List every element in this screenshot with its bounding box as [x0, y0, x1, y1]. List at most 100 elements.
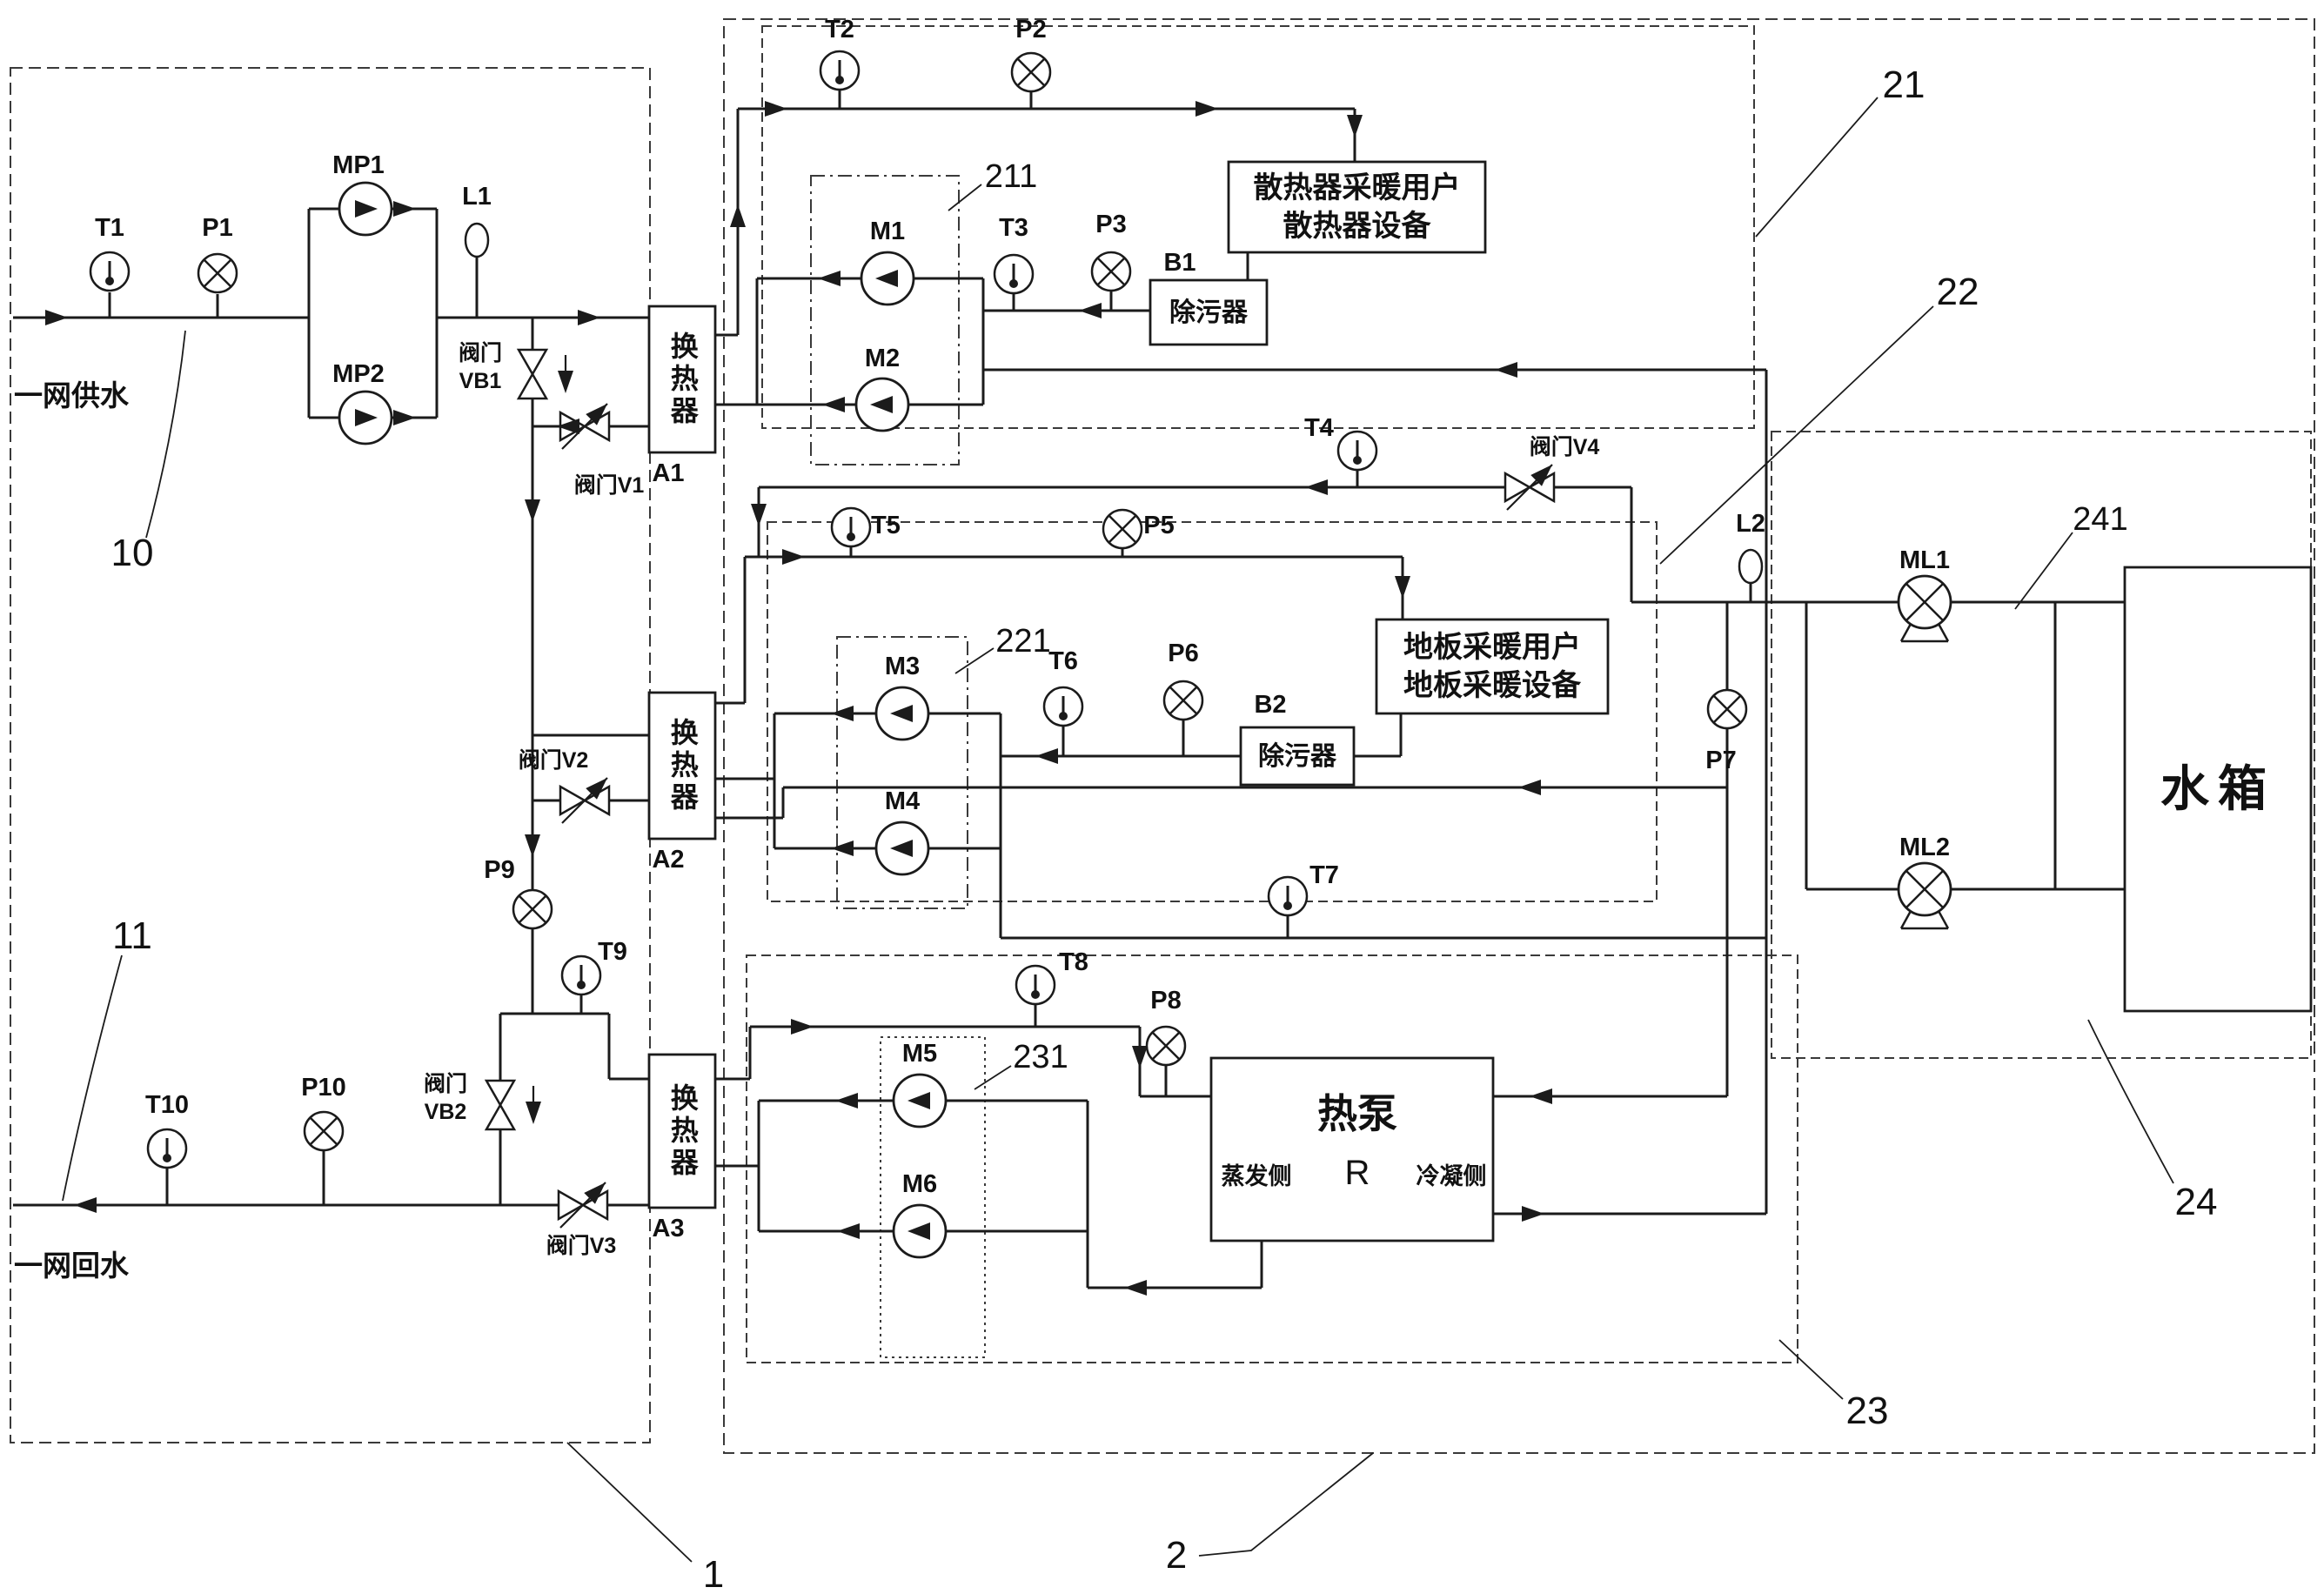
label-t7: T7 — [1309, 861, 1339, 889]
condenser-side-label: 冷凝侧 — [1416, 1162, 1487, 1189]
pressure-p9-icon — [512, 888, 553, 930]
label-p9: P9 — [484, 855, 515, 884]
label-m4: M4 — [884, 787, 921, 815]
label-t5: T5 — [871, 511, 901, 539]
floor-user-line2: 地板采暖设备 — [1403, 669, 1581, 702]
ref-24: 24 — [2174, 1180, 2218, 1223]
primary-pipes — [13, 207, 649, 1207]
dirt-separator-b1-text: 除污器 — [1169, 298, 1248, 327]
label-t3: T3 — [999, 213, 1028, 242]
heat-exchanger-a3-box — [647, 1053, 717, 1209]
radiator-user-line1: 散热器采暖用户 — [1253, 171, 1461, 204]
flow-arrow — [1124, 1280, 1147, 1296]
zone-221-frame — [836, 636, 968, 909]
ref-21: 21 — [1882, 63, 1926, 106]
zone-frames — [10, 18, 2315, 1454]
flow-arrow — [525, 499, 540, 522]
pump-ml2-icon — [1897, 861, 1952, 930]
pressure-p8-icon — [1145, 1025, 1187, 1067]
flow-arrow — [1035, 748, 1058, 764]
zone-23-frame — [746, 954, 1798, 1363]
pressure-p1-icon — [197, 252, 238, 294]
heat-exchanger-a3-text: 换热器 — [666, 1082, 699, 1180]
floor-user-line1: 地板采暖用户 — [1403, 630, 1581, 664]
label-p5: P5 — [1143, 511, 1175, 539]
flow-arrow — [791, 1019, 814, 1035]
flow-arrow — [751, 504, 767, 526]
valve-vb1-icon — [519, 350, 546, 398]
heat-pump-box — [1209, 1056, 1495, 1242]
label-p6: P6 — [1168, 639, 1199, 667]
water-tank-box — [2123, 566, 2313, 1013]
flow-arrow — [1495, 362, 1517, 378]
flow-arrow — [835, 1093, 858, 1108]
pump-mp2-icon — [338, 390, 393, 445]
thermometer-t9-icon — [560, 954, 602, 996]
pressure-p7-icon — [1706, 688, 1748, 730]
label-l2: L2 — [1736, 509, 1765, 538]
flow-arrow — [45, 310, 68, 325]
radiator-user-box — [1227, 160, 1487, 254]
label-mp1: MP1 — [332, 151, 385, 179]
flow-arrow — [393, 410, 416, 425]
valve-vb2-icon — [486, 1081, 514, 1129]
pump-m5-icon — [892, 1073, 948, 1129]
zone-211-frame — [810, 175, 960, 465]
valve-v2-icon — [559, 785, 611, 816]
label-t6: T6 — [1048, 646, 1078, 675]
label-l1: L1 — [462, 182, 492, 211]
label-m2: M2 — [864, 344, 901, 372]
zone-2-frame — [723, 18, 2315, 1454]
equipment-boxes — [647, 160, 2313, 1242]
label-p7: P7 — [1705, 746, 1737, 774]
floor-heating-user-box — [1375, 618, 1610, 715]
ref-1: 1 — [702, 1552, 725, 1594]
pump-mp1-icon — [338, 181, 393, 237]
heat-exchanger-a2-box — [647, 691, 717, 841]
label-m6: M6 — [901, 1169, 938, 1198]
label-m1: M1 — [869, 217, 906, 245]
label-ml1: ML1 — [1899, 546, 1950, 574]
flow-arrow — [526, 1102, 541, 1124]
valve-v4-icon — [1504, 472, 1556, 503]
ref-10: 10 — [111, 531, 154, 574]
label-vb1: VB1 — [459, 368, 502, 393]
label-mp2: MP2 — [332, 359, 385, 388]
valve-v3-icon — [557, 1189, 609, 1221]
radiator-user-line2: 散热器设备 — [1283, 210, 1431, 243]
thermometer-t4-icon — [1336, 430, 1378, 472]
flow-arrow — [578, 310, 600, 325]
label-p3: P3 — [1095, 210, 1127, 238]
zone-21-frame — [761, 25, 1755, 429]
flow-arrow — [1079, 303, 1102, 318]
circuit24-pipes — [1630, 487, 2125, 891]
thermometer-t3-icon — [993, 253, 1035, 295]
zone-231-frame — [880, 1036, 986, 1358]
primary-supply-label: 一网供水 — [14, 379, 129, 412]
label-p1: P1 — [202, 213, 233, 242]
label-v4: 阀门V4 — [1529, 434, 1600, 459]
label-t2: T2 — [825, 15, 854, 44]
thermometer-t5-icon — [830, 506, 872, 548]
radiator-user-text: 散热器采暖用户 散热器设备 — [1229, 162, 1485, 252]
flow-arrow — [1347, 115, 1363, 137]
thermometer-t2-icon — [819, 50, 861, 91]
ref-231: 231 — [1013, 1039, 1068, 1076]
flow-arrow — [1530, 1088, 1552, 1104]
label-v2: 阀门V2 — [518, 747, 589, 773]
dirt-separator-b2-box — [1239, 726, 1356, 787]
flow-arrow — [818, 271, 841, 286]
evaporator-side-label: 蒸发侧 — [1221, 1162, 1292, 1189]
pressure-p3-icon — [1090, 251, 1132, 292]
pressure-p10-icon — [303, 1110, 345, 1152]
pressure-p5-icon — [1102, 508, 1143, 550]
pump-m6-icon — [892, 1203, 948, 1259]
ref-221: 221 — [995, 623, 1051, 660]
leader-lines — [62, 97, 2174, 1563]
label-t8: T8 — [1059, 948, 1088, 976]
label-a3: A3 — [652, 1214, 685, 1242]
label-t9: T9 — [598, 937, 627, 966]
label-vb2-word: 阀门 — [423, 1071, 468, 1096]
dirt-separator-b1-box — [1149, 278, 1269, 346]
